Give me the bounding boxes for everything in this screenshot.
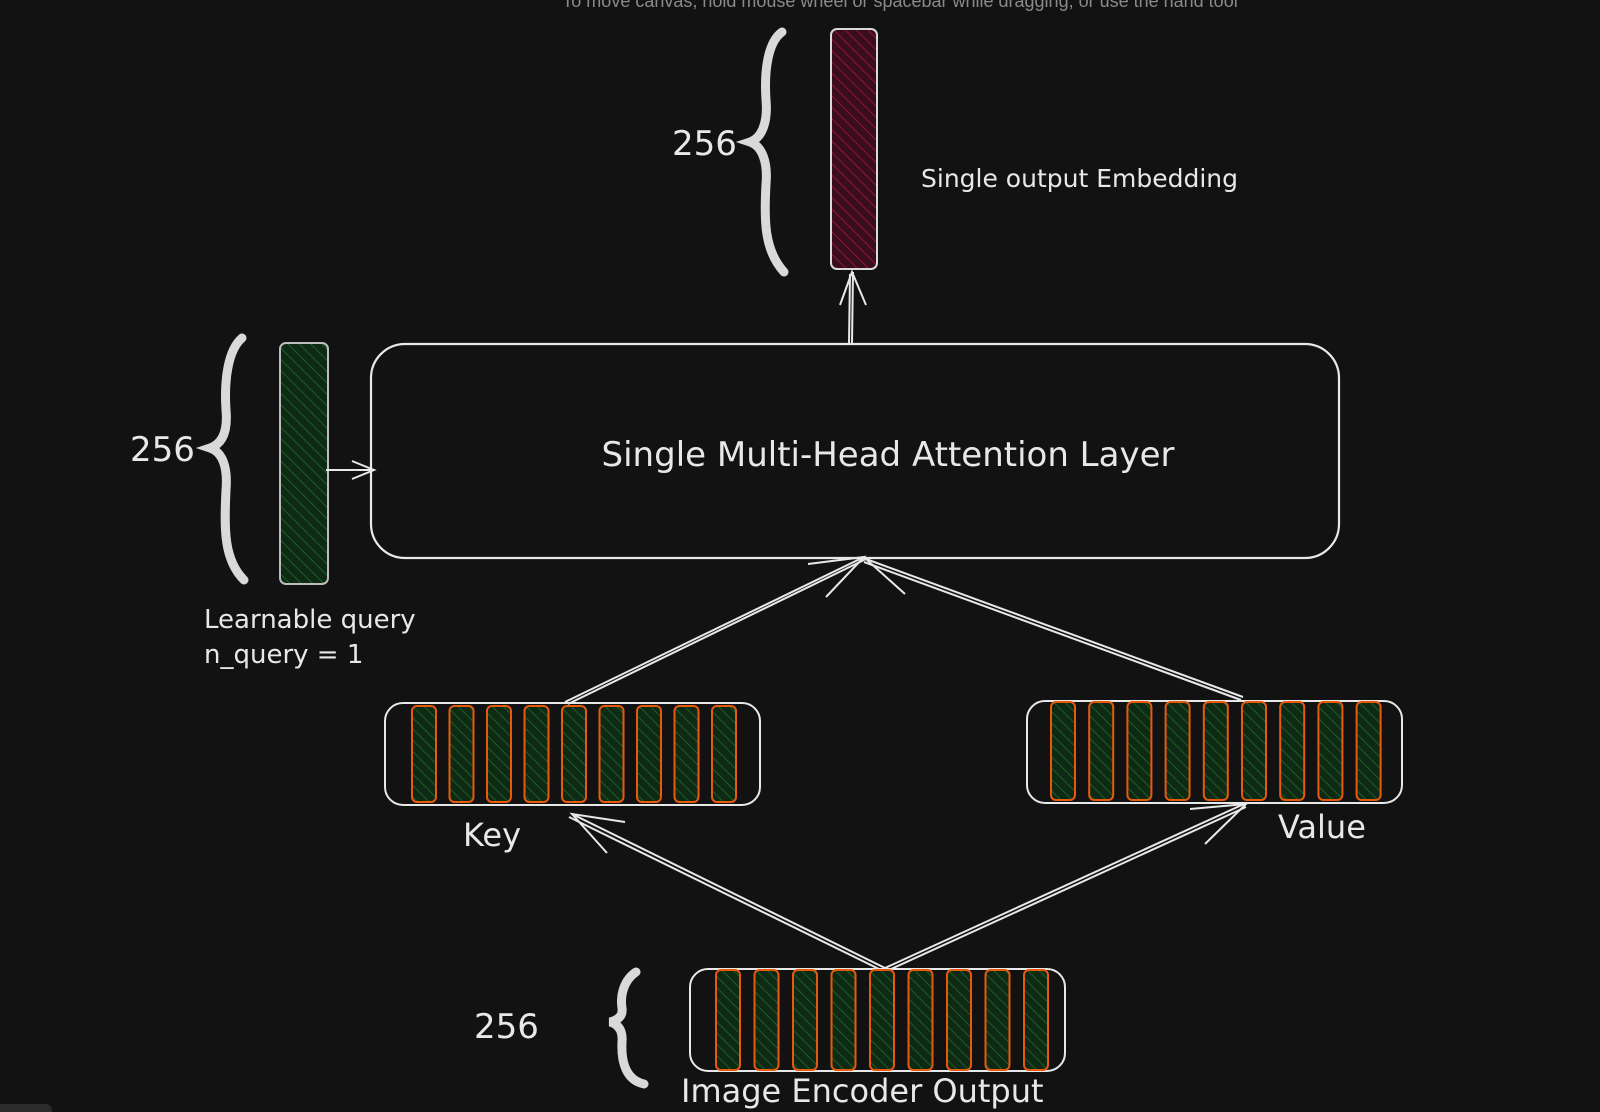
key-token	[598, 705, 625, 803]
canvas-hint: To move canvas, hold mouse wheel or spac…	[562, 0, 1238, 11]
value-token	[1164, 701, 1191, 801]
encoder-token	[715, 969, 741, 1071]
attention-layer-label: Single Multi-Head Attention Layer	[602, 435, 1175, 475]
encoder-token	[753, 969, 780, 1071]
value-token	[1241, 701, 1267, 801]
key-token	[561, 705, 587, 803]
value-label: Value	[1278, 808, 1366, 846]
horizontal-scrollbar[interactable]	[0, 1104, 52, 1112]
value-token	[1088, 701, 1115, 801]
key-container[interactable]	[384, 702, 761, 806]
encoder-label: Image Encoder Output	[681, 1072, 1044, 1110]
value-token	[1279, 701, 1306, 801]
output-dim-label: 256	[672, 124, 737, 164]
arrow-query-to-attention	[326, 460, 377, 480]
key-token	[448, 705, 475, 803]
output-embedding[interactable]: 256 Single output Embedding	[672, 27, 1238, 277]
value-token	[1317, 701, 1344, 801]
value-tokens	[1050, 701, 1382, 801]
encoder-tokens	[715, 969, 1049, 1071]
key-block[interactable]: Key	[384, 702, 761, 854]
query-caption-line2: n_query = 1	[204, 640, 363, 670]
encoder-dim-brace	[608, 967, 649, 1089]
encoder-token	[907, 969, 934, 1071]
output-dim-brace	[735, 27, 789, 277]
key-tokens	[411, 705, 737, 803]
encoder-token	[869, 969, 895, 1071]
arrow-key-to-attention	[564, 555, 867, 705]
query-dim-label: 256	[130, 430, 195, 470]
encoder-token	[830, 969, 857, 1071]
learnable-query[interactable]: 256 Learnable query n_query = 1	[130, 333, 416, 670]
key-token	[711, 705, 737, 803]
output-embedding-caption: Single output Embedding	[921, 164, 1238, 193]
encoder-token	[792, 969, 818, 1071]
attention-layer[interactable]: Single Multi-Head Attention Layer	[369, 342, 1341, 560]
key-token	[523, 705, 550, 803]
learnable-query-vector[interactable]	[279, 342, 329, 585]
query-dim-brace	[195, 333, 249, 585]
encoder-dim-label: 256	[474, 1007, 539, 1047]
value-token	[1126, 701, 1153, 801]
value-token	[1355, 701, 1382, 801]
value-token	[1202, 701, 1229, 801]
arrow-encoder-to-key	[568, 812, 886, 971]
key-token	[411, 705, 437, 803]
arrow-value-to-attention	[863, 558, 1244, 701]
output-embedding-vector[interactable]	[830, 28, 878, 270]
encoder-token	[984, 969, 1011, 1071]
key-token	[486, 705, 512, 803]
encoder-token	[1023, 969, 1049, 1071]
image-encoder-output[interactable]: 256 Image Encoder Output	[474, 967, 1066, 1110]
key-token	[673, 705, 700, 803]
arrow-encoder-to-value	[884, 802, 1249, 971]
key-token	[636, 705, 662, 803]
key-label: Key	[463, 816, 521, 854]
value-block[interactable]: Value	[1026, 700, 1403, 846]
arrow-attention-to-output	[839, 269, 867, 344]
encoder-token	[946, 969, 972, 1071]
value-token	[1050, 701, 1076, 801]
query-caption-line1: Learnable query	[204, 605, 416, 635]
